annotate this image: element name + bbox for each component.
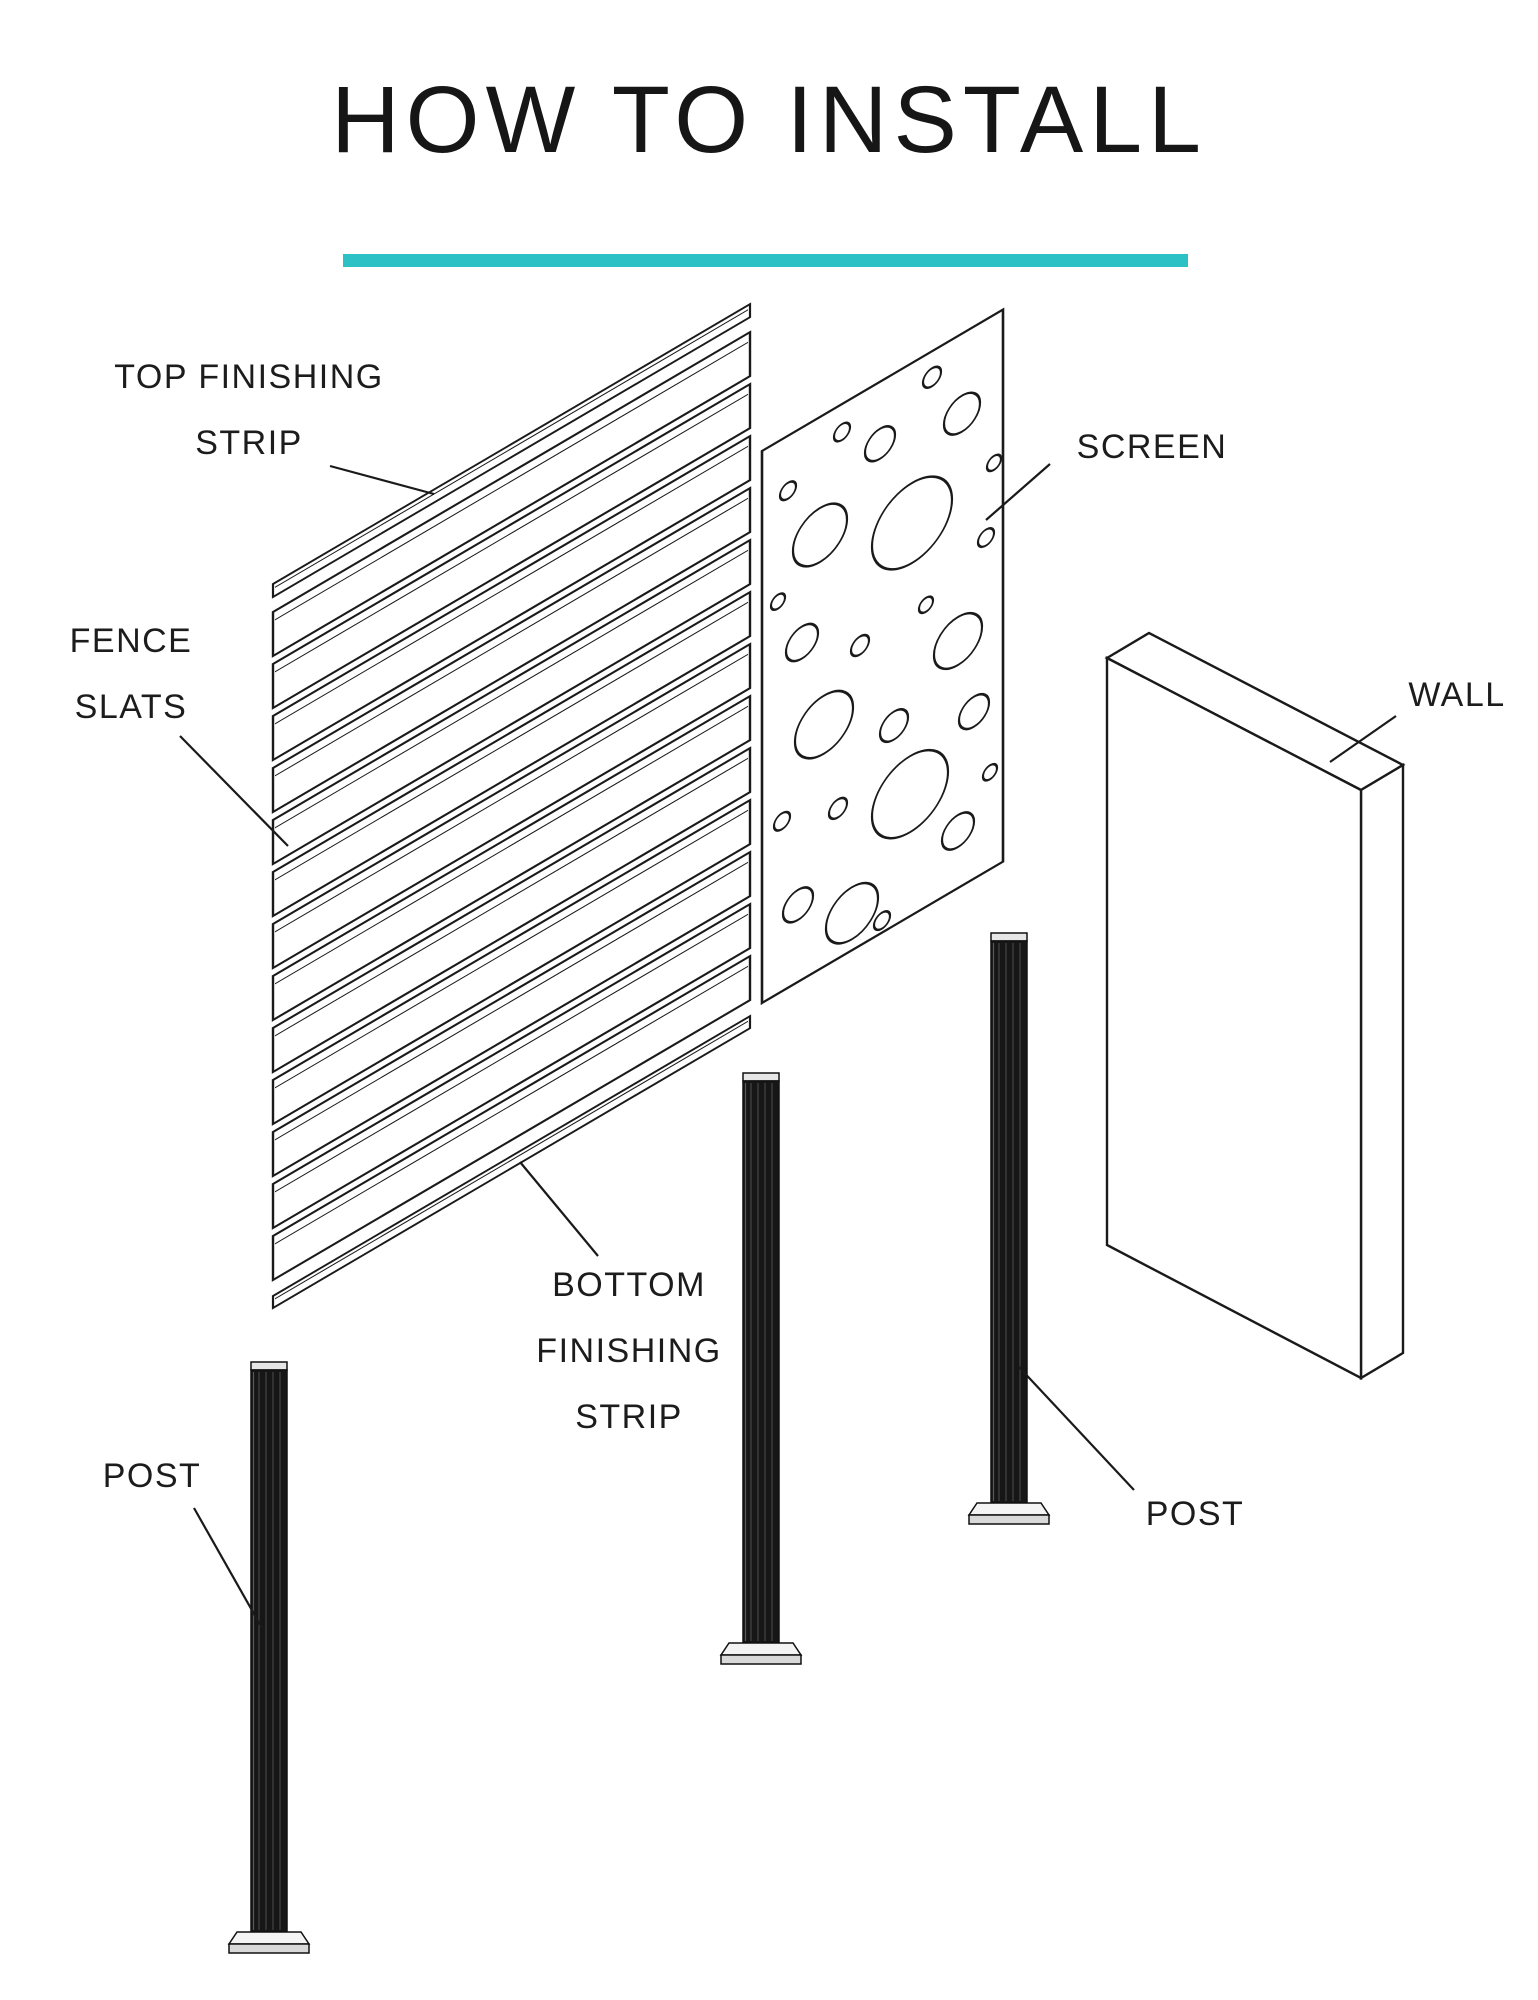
top-finishing-strip (271, 302, 752, 599)
wall-leader (1329, 715, 1397, 763)
bottom-strip-leader (519, 1161, 599, 1257)
decorative-screen (760, 307, 1005, 1006)
post-left-leader (193, 1507, 263, 1629)
label-line: POST (1145, 1495, 1245, 1533)
label-line: WALL (1408, 676, 1506, 714)
wall (1104, 631, 1406, 1381)
fence-slats-panel (271, 302, 752, 1310)
post-right (968, 932, 1050, 1525)
label-line: STRIP (575, 1398, 683, 1436)
label-line: STRIP (195, 424, 303, 462)
label-top-finishing-strip: TOP FINISHING STRIP (9, 344, 489, 476)
label-line: POST (102, 1457, 202, 1495)
page-title: HOW TO INSTALL (331, 67, 1207, 173)
label-post-left: POST (52, 1443, 252, 1509)
label-fence-slats: FENCE SLATS (1, 608, 261, 740)
label-line: FENCE (69, 622, 193, 660)
fence-slats-leader (179, 735, 289, 847)
label-screen: SCREEN (1032, 414, 1272, 480)
label-line: SLATS (74, 688, 188, 726)
screen-leader (985, 463, 1051, 521)
top-strip-leader (329, 464, 435, 496)
label-bottom-finishing-strip: BOTTOM FINISHING STRIP (479, 1252, 779, 1450)
label-line: SCREEN (1076, 428, 1228, 466)
label-line: TOP FINISHING (114, 358, 384, 396)
label-post-right: POST (1095, 1481, 1295, 1547)
bottom-finishing-strip (271, 1014, 752, 1310)
screen-holes (769, 365, 1003, 945)
leader-lines (179, 463, 1397, 1629)
label-line: FINISHING (536, 1332, 722, 1370)
post-right-leader (1017, 1365, 1135, 1491)
label-line: BOTTOM (552, 1266, 706, 1304)
label-wall: WALL (1357, 662, 1538, 728)
title-divider (343, 254, 1188, 267)
